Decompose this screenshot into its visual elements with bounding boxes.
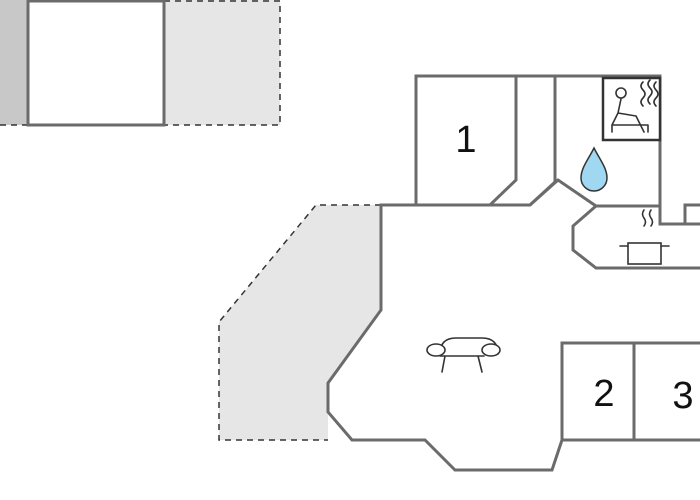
annex-building xyxy=(0,0,281,127)
bedroom-1-walls xyxy=(416,76,518,207)
bathroom-door-wall xyxy=(529,178,597,208)
bathroom-walls xyxy=(490,76,557,207)
annex-room xyxy=(26,0,166,127)
terrace-left xyxy=(218,204,381,441)
bedrooms-2-3-walls xyxy=(562,343,700,442)
bathroom xyxy=(490,76,597,208)
terrace-fill xyxy=(219,205,381,440)
sofa-icon xyxy=(426,337,501,373)
sauna-icon xyxy=(611,79,659,133)
annex-terrace-outline xyxy=(164,0,281,126)
room-number-1: 1 xyxy=(455,119,476,161)
bedroom-1 xyxy=(416,76,518,207)
water-drop-icon xyxy=(580,146,608,192)
room-number-2: 2 xyxy=(593,373,614,415)
annex-terrace xyxy=(164,0,280,125)
main-house-walls xyxy=(326,74,700,472)
room-number-3: 3 xyxy=(672,375,693,417)
cooking-pot-icon xyxy=(619,209,670,265)
annex-shaded-strip xyxy=(0,0,28,125)
